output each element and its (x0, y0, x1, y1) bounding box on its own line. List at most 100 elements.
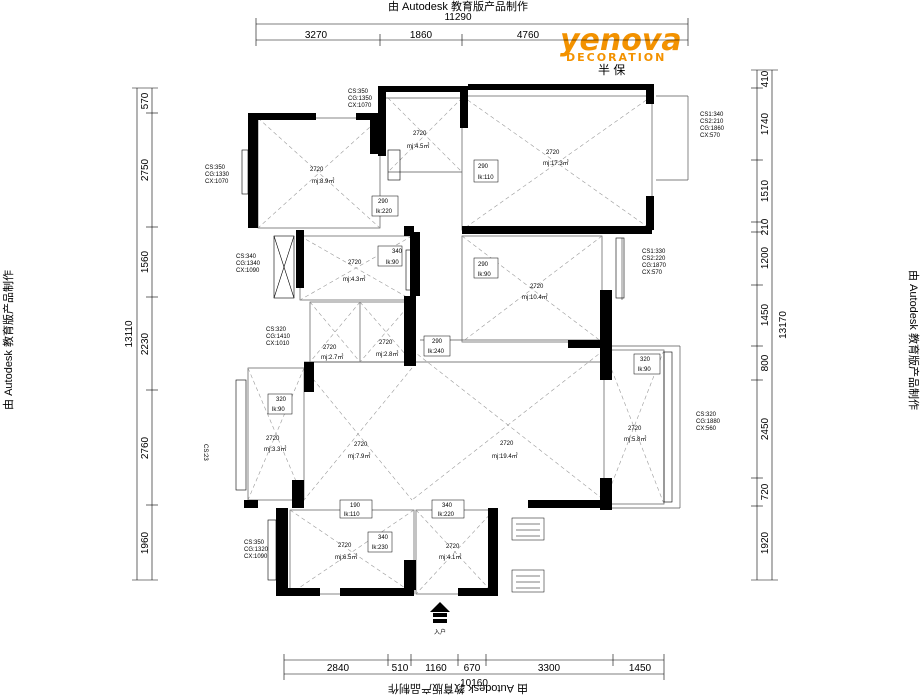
dim-left-3: 1560 (140, 250, 151, 273)
svg-text:CX:1090: CX:1090 (244, 554, 268, 560)
dim-right-7: 800 (760, 354, 771, 371)
svg-text:340: 340 (392, 249, 403, 255)
room-height: 2720 (354, 442, 368, 448)
svg-text:CX:1010: CX:1010 (266, 341, 290, 347)
room-height: 2720 (500, 441, 514, 447)
svg-text:CS1:330: CS1:330 (642, 249, 666, 255)
room-area: mj:4.5㎡ (407, 142, 429, 150)
door-label: 340 lk:220 (431, 499, 465, 519)
svg-text:lk:90: lk:90 (272, 407, 285, 413)
window-spec-w8: CS:350 CG:1320 CX:1090 (244, 540, 269, 560)
svg-text:CX:1070: CX:1070 (348, 103, 372, 109)
structural-walls (244, 84, 654, 596)
dim-right-1: 410 (760, 70, 771, 87)
watermark-right: 由 Autodesk 教育版产品制作 (907, 270, 920, 410)
svg-text:CS:350: CS:350 (244, 540, 265, 546)
svg-text:lk:220: lk:220 (438, 512, 455, 518)
svg-text:CS:320: CS:320 (696, 412, 717, 418)
watermark-bottom: 由 Autodesk 教育版产品制作 (388, 682, 528, 696)
window-spec-w1: CS:350 CG:1350 CX:1070 (348, 89, 373, 109)
room-area: mj:10.4㎡ (522, 293, 548, 301)
window-spec-w3: CS1:340 CS2:210 CG:1860 CX:570 (700, 112, 725, 139)
window-spec-w4: CS:340 CG:1340 CX:1090 (236, 254, 261, 274)
dim-left-6: 1960 (140, 531, 151, 554)
room-area: mj:8.9㎡ (312, 177, 334, 185)
svg-text:CS:320: CS:320 (266, 327, 287, 333)
dim-left-1: 570 (140, 92, 151, 109)
svg-text:CS:350: CS:350 (348, 89, 369, 95)
room-area: mj:4.1㎡ (439, 553, 461, 561)
room-4: 2720 mj:4.3㎡ (343, 260, 365, 283)
door-label: 320 lk:90 (267, 393, 293, 415)
logo-tagline: DECORATION (566, 51, 666, 64)
room-area: mj:4.3㎡ (343, 275, 365, 283)
room-13: 2720 mj:4.1㎡ (439, 544, 461, 561)
svg-text:CX:570: CX:570 (642, 270, 663, 276)
dim-right-9: 720 (760, 483, 771, 500)
dim-bottom-3: 1160 (425, 663, 447, 674)
window-spec-w6: CS:320 CG:1410 CX:1010 (266, 327, 291, 347)
svg-text:CG:1320: CG:1320 (244, 547, 269, 553)
svg-text:CG:1860: CG:1860 (700, 126, 725, 132)
legend-boxes (511, 517, 545, 593)
logo-name: yenova (560, 23, 682, 58)
dim-bottom-2: 510 (392, 663, 409, 674)
svg-text:CS2:220: CS2:220 (642, 256, 666, 262)
room-12: 2720 mj:6.5㎡ (335, 543, 357, 561)
room-height: 2720 (266, 436, 280, 442)
room-height: 2720 (530, 284, 544, 290)
svg-text:lk:110: lk:110 (344, 512, 360, 518)
svg-text:CG:1870: CG:1870 (642, 263, 667, 269)
thin-walls (247, 95, 689, 595)
ceiling-diagonals (247, 95, 665, 595)
dim-top-3: 4760 (517, 30, 540, 41)
svg-text:CG:1350: CG:1350 (348, 96, 373, 102)
dim-bottom-5: 3300 (538, 663, 561, 674)
room-1: 2720 mj:8.9㎡ (310, 167, 334, 185)
stamp-text: 半 保 (598, 63, 625, 77)
room-area: mj:5.8㎡ (624, 435, 646, 443)
svg-text:CX:1090: CX:1090 (236, 268, 260, 274)
dim-top-1: 3270 (305, 30, 328, 41)
room-area: mj:2.8㎡ (376, 350, 398, 358)
svg-text:lk:240: lk:240 (428, 349, 445, 355)
room-7: 2720 mj:2.8㎡ (376, 340, 398, 358)
dim-right-10: 1920 (760, 531, 771, 554)
dim-bottom-4: 670 (464, 663, 481, 674)
room-labels: 2720 mj:8.9㎡ 2720 mj:4.5㎡ 2720 mj:17.3㎡ … (264, 131, 646, 561)
window-spec-w2: CS:350 CG:1330 CX:1070 (205, 165, 230, 185)
openings (235, 149, 673, 581)
dim-top-2: 1860 (410, 30, 433, 41)
room-9: 2720 mj:7.9㎡ (348, 442, 370, 460)
svg-text:CX:570: CX:570 (700, 133, 721, 139)
svg-text:CX:1070: CX:1070 (205, 179, 229, 185)
window-spec-w5: CS1:330 CS2:220 CG:1870 CX:570 (642, 249, 667, 276)
svg-text:CG:1340: CG:1340 (236, 261, 261, 267)
window-spec-w7: CS:320 CG:1880 CX:560 (696, 412, 721, 432)
svg-text:320: 320 (640, 357, 651, 363)
dim-right-4: 210 (760, 218, 771, 235)
dim-left-4: 2230 (140, 332, 151, 355)
svg-text:320: 320 (276, 397, 287, 403)
svg-text:CS:350: CS:350 (205, 165, 226, 171)
dim-left-5: 2760 (140, 436, 151, 459)
dimension-lines (132, 18, 778, 680)
svg-text:lk:110: lk:110 (478, 175, 494, 181)
dim-right-6: 1450 (760, 303, 771, 326)
svg-text:340: 340 (442, 503, 453, 509)
dim-left-2: 2750 (140, 158, 151, 181)
room-area: mj:2.7㎡ (321, 353, 343, 361)
room-height: 2720 (413, 131, 427, 137)
room-height: 2720 (338, 543, 352, 549)
room-height: 2720 (446, 544, 460, 550)
